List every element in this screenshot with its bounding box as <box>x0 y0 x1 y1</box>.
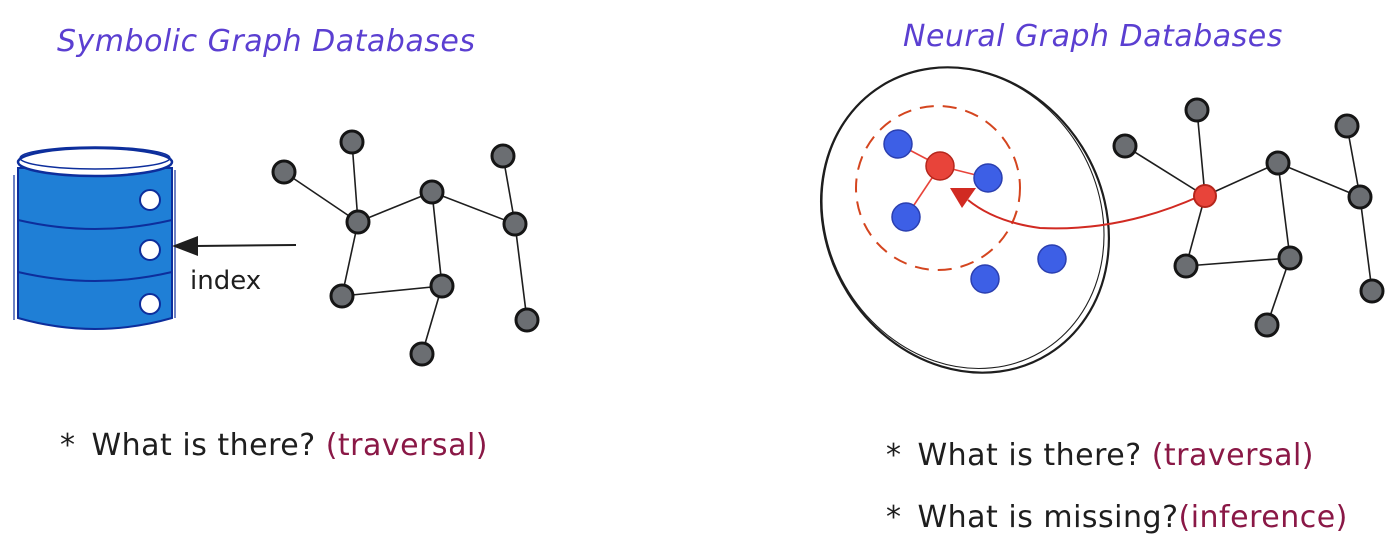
bullet-question: What is missing? <box>917 500 1179 535</box>
embedding-space <box>820 66 1110 374</box>
right-graph-nodes <box>1112 97 1385 338</box>
right-bullet-2: * What is missing?(inference) <box>886 500 1348 535</box>
graph-node <box>1265 150 1291 176</box>
index-label: index <box>190 266 262 296</box>
embedding-nodes <box>883 129 1067 294</box>
graph-node <box>1359 278 1385 304</box>
left-bullet-1: * What is there? (traversal) <box>60 428 488 463</box>
left-graph-nodes <box>271 129 540 367</box>
graph-node <box>429 273 455 299</box>
database-icon <box>13 146 176 330</box>
graph-node <box>419 179 445 205</box>
bullet-question: What is there? <box>91 428 316 463</box>
graph-node <box>1334 113 1360 139</box>
graph-node <box>1347 184 1373 210</box>
right-graph-edges <box>1124 109 1373 326</box>
graph-node <box>514 307 540 333</box>
embedding-node <box>1037 244 1067 274</box>
graph-node <box>1184 97 1210 123</box>
graph-node <box>502 211 528 237</box>
bullet-star: * <box>886 500 902 535</box>
graph-node <box>1254 312 1280 338</box>
right-bullet-1: * What is there? (traversal) <box>886 438 1314 473</box>
neighborhood-circle <box>855 105 1021 271</box>
bullet-paren: (traversal) <box>325 428 488 463</box>
graph-node <box>1173 253 1199 279</box>
bullet-paren: (traversal) <box>1151 438 1314 473</box>
embedding-node <box>973 163 1003 193</box>
query-embedding-node <box>925 151 955 181</box>
graph-node <box>329 283 355 309</box>
query-graph-node <box>1193 184 1217 208</box>
left-title: Symbolic Graph Databases <box>57 24 476 59</box>
bullet-paren: (inference) <box>1178 500 1348 535</box>
left-graph-edges <box>283 141 528 355</box>
graph-node <box>1277 245 1303 271</box>
embedding-node <box>883 129 913 159</box>
graph-node <box>271 159 297 185</box>
bullet-star: * <box>60 428 76 463</box>
embedding-node <box>970 264 1000 294</box>
graph-node <box>345 209 371 235</box>
graph-node <box>490 143 516 169</box>
embedding-arrow <box>950 188 1201 230</box>
graph-node <box>339 129 365 155</box>
embedding-node <box>891 202 921 232</box>
index-arrow <box>172 236 297 256</box>
right-title: Neural Graph Databases <box>903 19 1283 54</box>
bullet-star: * <box>886 438 902 473</box>
graph-node <box>409 341 435 367</box>
bullet-question: What is there? <box>917 438 1142 473</box>
graph-node <box>1112 133 1138 159</box>
